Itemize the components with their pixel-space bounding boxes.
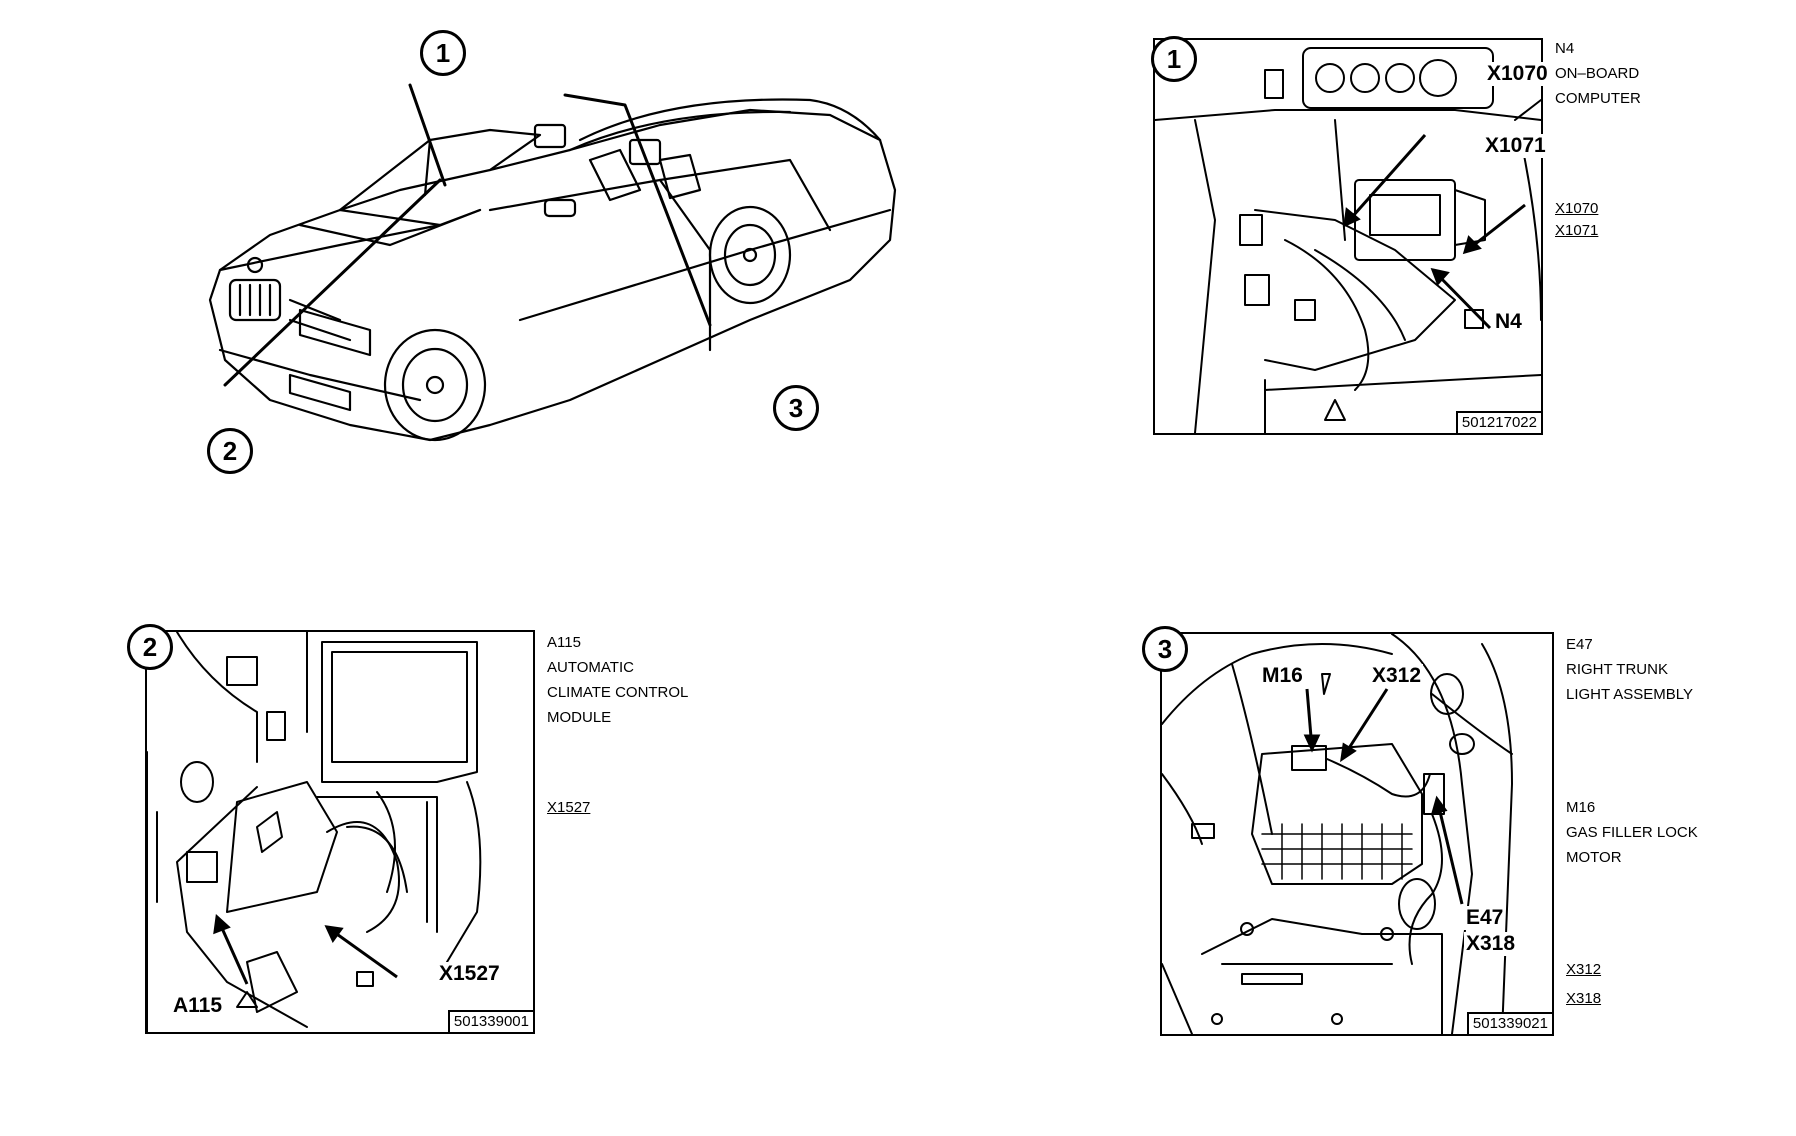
connector-x318: X318 — [1566, 990, 1602, 1007]
panel-2-description: A115 AUTOMATIC CLIMATE CONTROL MODULE — [547, 630, 688, 730]
component-code: N4 — [1555, 40, 1575, 57]
detail-panel-2: 2 X1527 A115 501339001 — [127, 624, 535, 1034]
car-overview-illustration — [208, 83, 897, 442]
connector-list-2: X1527 — [547, 797, 590, 819]
callout-x1070: X1070 — [1485, 62, 1550, 86]
component-name-line: GAS FILLER LOCK — [1566, 824, 1698, 841]
callout-n4: N4 — [1493, 310, 1524, 334]
callout-e47: E47 — [1464, 906, 1506, 930]
panel-1-marker: 1 — [1151, 36, 1197, 82]
callout-a115: A115 — [171, 994, 225, 1018]
panel-1-description: N4 ON–BOARD COMPUTER — [1555, 36, 1641, 111]
connector-x312: X312 — [1566, 961, 1602, 978]
panel-1-illustration — [1154, 47, 1542, 434]
callout-x1071: X1071 — [1483, 134, 1548, 158]
component-name-line: AUTOMATIC — [547, 659, 634, 676]
part-number: 501217022 — [1455, 411, 1541, 433]
panel-3-description: E47 RIGHT TRUNK LIGHT ASSEMBLY — [1566, 632, 1693, 707]
connector-x1527: X1527 — [547, 799, 591, 816]
connector-x1070: X1070 — [1555, 200, 1599, 217]
connector-list-1: X1070 X1071 — [1555, 198, 1598, 242]
connector-x1071: X1071 — [1555, 222, 1599, 239]
panel-3-marker: 3 — [1142, 626, 1188, 672]
part-number: 501339001 — [447, 1010, 533, 1032]
component-name-line: LIGHT ASSEMBLY — [1566, 686, 1693, 703]
panel-3-description-2: M16 GAS FILLER LOCK MOTOR — [1566, 795, 1698, 870]
component-name-line: COMPUTER — [1555, 90, 1641, 107]
panel-3-illustration — [1161, 633, 1513, 1035]
overview-marker-1: 1 — [420, 30, 466, 76]
detail-panel-3: 3 M16 X312 E47 X318 501339021 — [1142, 626, 1554, 1036]
panel-2-illustration — [146, 631, 482, 1033]
callout-m16: M16 — [1260, 664, 1305, 688]
part-number: 501339021 — [1466, 1012, 1552, 1034]
callout-x318: X318 — [1464, 932, 1518, 956]
component-code: E47 — [1566, 636, 1593, 653]
callout-x312: X312 — [1370, 664, 1424, 688]
component-name-line: CLIMATE CONTROL — [547, 684, 689, 701]
panel-2-marker: 2 — [127, 624, 173, 670]
detail-panel-1: 1 X1070 X1071 N4 501217022 — [1151, 36, 1550, 435]
connector-list-3: X312 X318 — [1566, 955, 1601, 1013]
component-code: M16 — [1566, 799, 1596, 816]
component-code: A115 — [547, 634, 581, 651]
component-name-line: MOTOR — [1566, 849, 1622, 866]
component-name-line: MODULE — [547, 709, 612, 726]
callout-x1527: X1527 — [437, 962, 502, 986]
component-name-line: RIGHT TRUNK — [1566, 661, 1668, 678]
overview-marker-3: 3 — [773, 385, 819, 431]
overview-marker-2: 2 — [207, 428, 253, 474]
component-name-line: ON–BOARD — [1555, 65, 1640, 82]
